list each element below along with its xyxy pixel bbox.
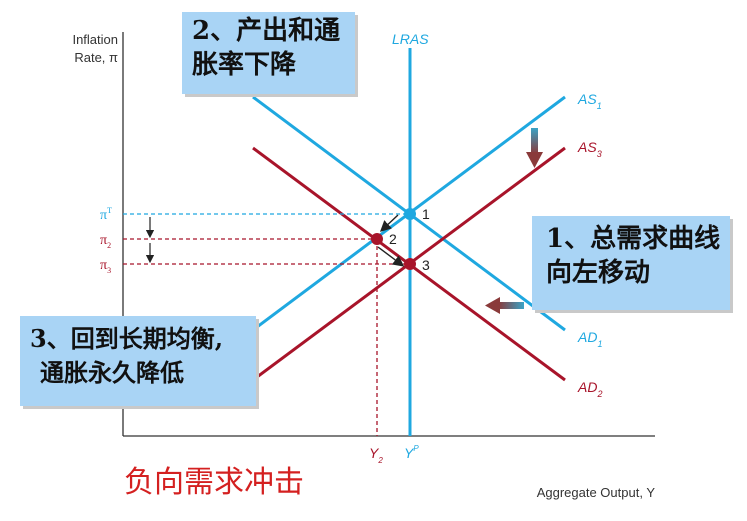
callout-step-1-line2: 向左移动 [546,258,651,288]
x-axis-title: Aggregate Output, Y [537,485,656,500]
callout-step-2-line1: 2、产出和通 [192,16,341,46]
y-axis-title-line1: Inflation [72,32,118,47]
tick-label-y2: Y2 [369,445,383,465]
callout-step-3: 3、回到长期均衡, 通胀永久降低 [20,316,256,406]
callout-step-2-line2: 胀率下降 [192,50,297,80]
y-axis-title-line2: Rate, π [74,50,118,65]
move-arrow-1-to-2 [379,214,399,232]
ad-shift-arrow [485,297,524,314]
point-3-label: 3 [422,257,430,273]
tick-label-yp: YP [404,444,419,461]
as1-label: AS1 [577,91,602,111]
slide-subtitle: 负向需求冲击 [124,465,304,500]
move-arrow-2-to-3 [377,246,405,267]
callout-step-1-line1: 1、总需求曲线 [546,224,721,254]
as3-label: AS3 [577,139,602,159]
lras-label: LRAS [392,31,429,47]
point-1-label: 1 [422,206,430,222]
ad2-label: AD2 [577,379,602,399]
tick-label-pi3: π3 [100,258,111,275]
ad1-label: AD1 [577,329,602,349]
as-shift-arrow [526,128,543,168]
point-2-marker [371,233,383,245]
callout-step-2: 2、产出和通 胀率下降 [182,12,355,94]
tick-label-pi2: π2 [100,233,111,250]
callout-step-3-line1: 3、回到长期均衡, [30,324,224,353]
callout-step-3-line2: 通胀永久降低 [40,358,184,387]
point-3-marker [404,258,416,270]
tick-label-piT: πT [100,206,112,223]
point-1-marker [404,208,416,220]
callout-step-1: 1、总需求曲线 向左移动 [532,216,730,310]
point-2-label: 2 [389,231,397,247]
